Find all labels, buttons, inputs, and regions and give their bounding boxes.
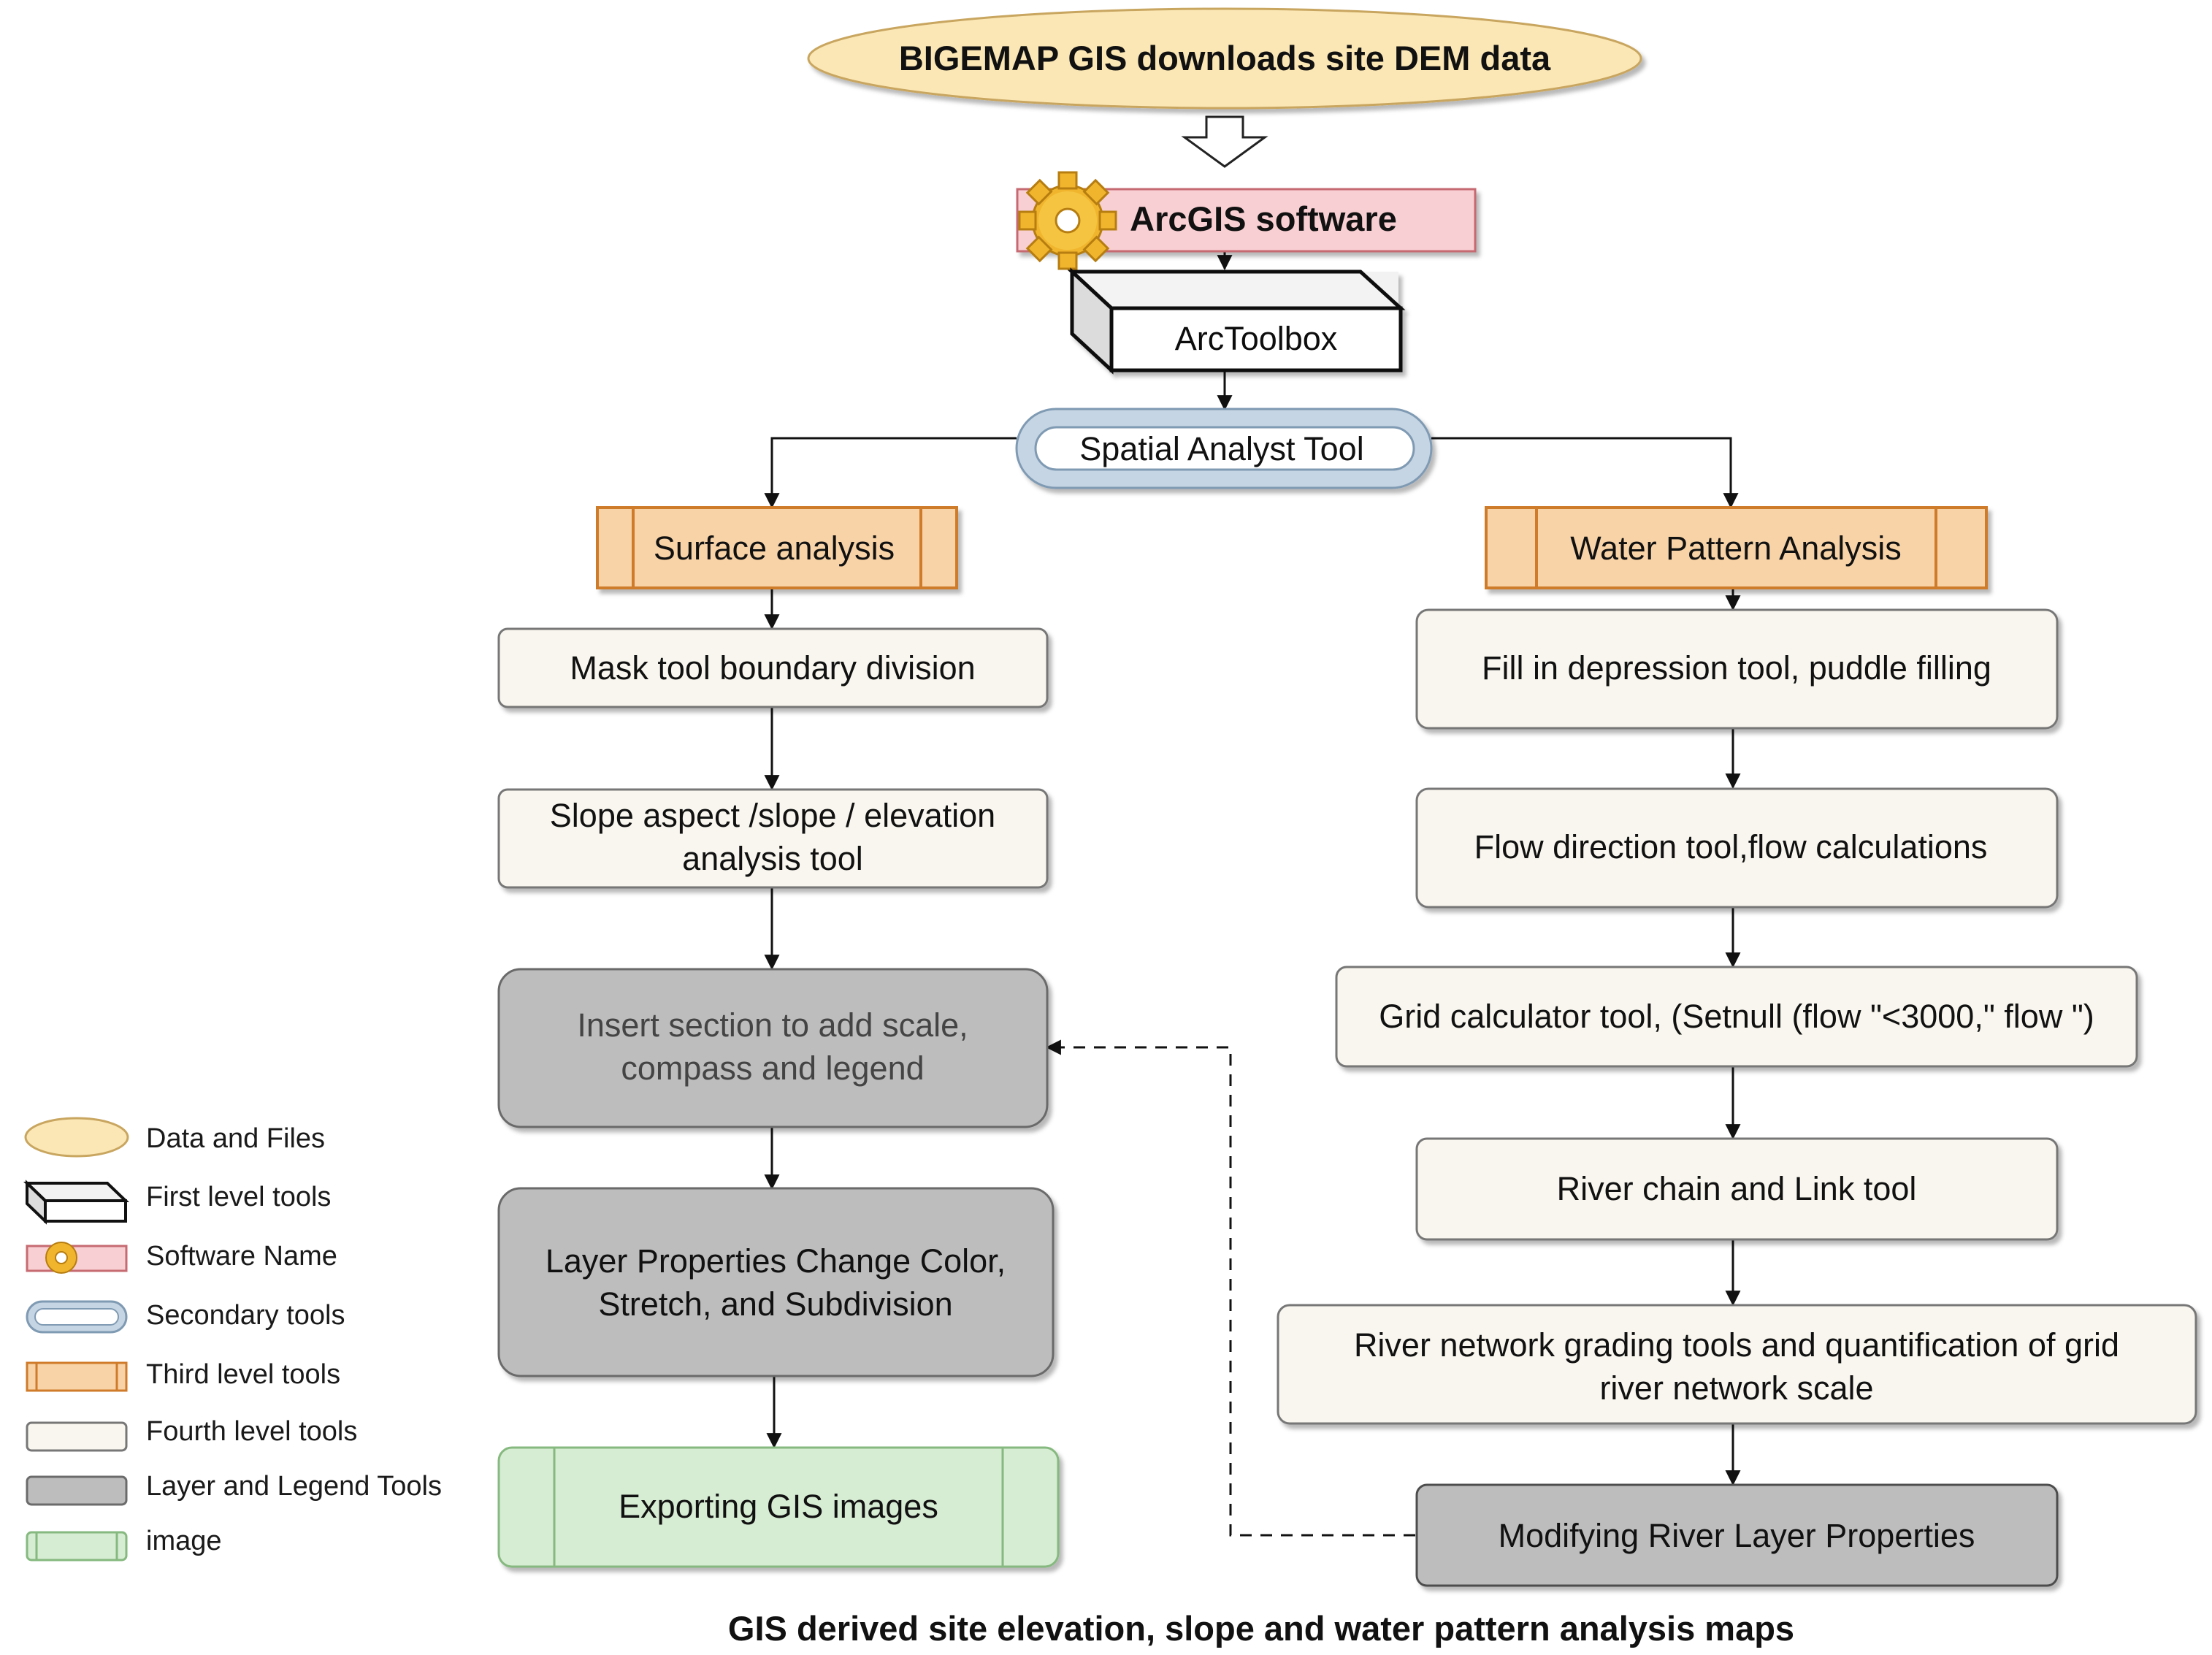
legend-item-secondary: Secondary tools bbox=[26, 1300, 345, 1334]
legend-gear-icon bbox=[45, 1242, 77, 1274]
layer-properties-label-line2: Stretch, and Subdivision bbox=[598, 1285, 952, 1323]
node-modify-river: Modifying River Layer Properties bbox=[1415, 1483, 2059, 1587]
edge-modify-insert-dashed bbox=[1045, 1039, 1415, 1537]
water-pattern-label: Water Pattern Analysis bbox=[1570, 530, 1902, 567]
spatial-analyst-label: Spatial Analyst Tool bbox=[1079, 430, 1363, 467]
edges bbox=[764, 115, 1741, 1537]
node-dem-data: BIGEMAP GIS downloads site DEM data bbox=[807, 7, 1642, 110]
edge-spatial-surface bbox=[764, 437, 1017, 509]
arcgis-software-label: ArcGIS software bbox=[1130, 199, 1397, 238]
legend-gray-icon bbox=[26, 1475, 128, 1506]
legend-label-third-level: Third level tools bbox=[146, 1359, 340, 1390]
node-arctoolbox: ArcToolbox bbox=[1067, 267, 1406, 375]
mask-tool-label: Mask tool boundary division bbox=[570, 649, 975, 687]
legend: Data and Files First level tools Softwar… bbox=[23, 1117, 442, 1562]
node-flow-direction: Flow direction tool,flow calculations bbox=[1415, 787, 2059, 909]
node-mask-tool: Mask tool boundary division bbox=[497, 627, 1049, 708]
arctoolbox-label: ArcToolbox bbox=[1175, 320, 1338, 357]
legend-label-first-level: First level tools bbox=[146, 1182, 331, 1212]
legend-label-layer-legend: Layer and Legend Tools bbox=[146, 1471, 442, 1502]
legend-item-fourth-level: Fourth level tools bbox=[26, 1416, 357, 1452]
node-slope-tool: Slope aspect /slope / elevation analysis… bbox=[497, 788, 1049, 889]
flow-direction-label: Flow direction tool,flow calculations bbox=[1474, 828, 1988, 865]
legend-label-secondary: Secondary tools bbox=[146, 1300, 345, 1331]
legend-item-first-level: First level tools bbox=[23, 1180, 331, 1225]
node-fill-depression: Fill in depression tool, puddle filling bbox=[1415, 608, 2059, 730]
node-grid-calculator: Grid calculator tool, (Setnull (flow "<3… bbox=[1335, 966, 2138, 1068]
slope-tool-label-line1: Slope aspect /slope / elevation bbox=[550, 797, 995, 834]
gear-icon bbox=[1018, 171, 1117, 270]
dem-data-label: BIGEMAP GIS downloads site DEM data bbox=[899, 39, 1551, 77]
node-river-network: River network grading tools and quantifi… bbox=[1277, 1304, 2197, 1425]
insert-section-label-line2: compass and legend bbox=[621, 1050, 924, 1087]
legend-3d-box-icon bbox=[23, 1180, 129, 1225]
export-images-label: Exporting GIS images bbox=[619, 1488, 938, 1525]
node-spatial-analyst: Spatial Analyst Tool bbox=[1015, 408, 1433, 489]
river-network-label-line1: River network grading tools and quantifi… bbox=[1354, 1326, 2119, 1364]
node-insert-section: Insert section to add scale, compass and… bbox=[497, 968, 1049, 1128]
surface-analysis-label: Surface analysis bbox=[654, 530, 895, 567]
edge-spatial-water bbox=[1431, 437, 1739, 509]
layer-properties-label-line1: Layer Properties Change Color, bbox=[546, 1242, 1006, 1280]
node-river-chain: River chain and Link tool bbox=[1415, 1137, 2059, 1241]
modify-river-label: Modifying River Layer Properties bbox=[1499, 1517, 1975, 1554]
fill-depression-label: Fill in depression tool, puddle filling bbox=[1482, 649, 1991, 687]
legend-item-layer-legend: Layer and Legend Tools bbox=[26, 1471, 442, 1506]
node-export-images: Exporting GIS images bbox=[497, 1446, 1060, 1568]
node-arcgis-software: ArcGIS software bbox=[1016, 171, 1477, 270]
node-layer-properties: Layer Properties Change Color, Stretch, … bbox=[497, 1187, 1055, 1377]
legend-label-software-name: Software Name bbox=[146, 1241, 337, 1272]
insert-section-label-line1: Insert section to add scale, bbox=[577, 1006, 968, 1044]
legend-process-icon bbox=[26, 1361, 128, 1392]
legend-ellipse-icon bbox=[24, 1117, 129, 1158]
grid-calculator-label: Grid calculator tool, (Setnull (flow "<3… bbox=[1379, 998, 2094, 1035]
legend-label-image: image bbox=[146, 1526, 222, 1556]
diagram-caption: GIS derived site elevation, slope and wa… bbox=[728, 1609, 1794, 1648]
river-network-label-line2: river network scale bbox=[1599, 1369, 1873, 1407]
legend-item-data-files: Data and Files bbox=[24, 1117, 325, 1158]
legend-item-image: image bbox=[26, 1526, 222, 1562]
legend-item-software-name: Software Name bbox=[26, 1241, 337, 1274]
node-surface-analysis: Surface analysis bbox=[596, 506, 958, 589]
legend-label-data-files: Data and Files bbox=[146, 1123, 325, 1154]
legend-item-third-level: Third level tools bbox=[26, 1359, 340, 1392]
hollow-arrow-icon bbox=[1181, 115, 1268, 168]
slope-tool-label-line2: analysis tool bbox=[682, 840, 863, 877]
legend-rounded-icon bbox=[26, 1421, 128, 1452]
legend-label-fourth-level: Fourth level tools bbox=[146, 1416, 357, 1447]
river-chain-label: River chain and Link tool bbox=[1557, 1170, 1917, 1207]
node-water-pattern: Water Pattern Analysis bbox=[1485, 506, 1988, 589]
legend-image-icon bbox=[26, 1531, 128, 1562]
